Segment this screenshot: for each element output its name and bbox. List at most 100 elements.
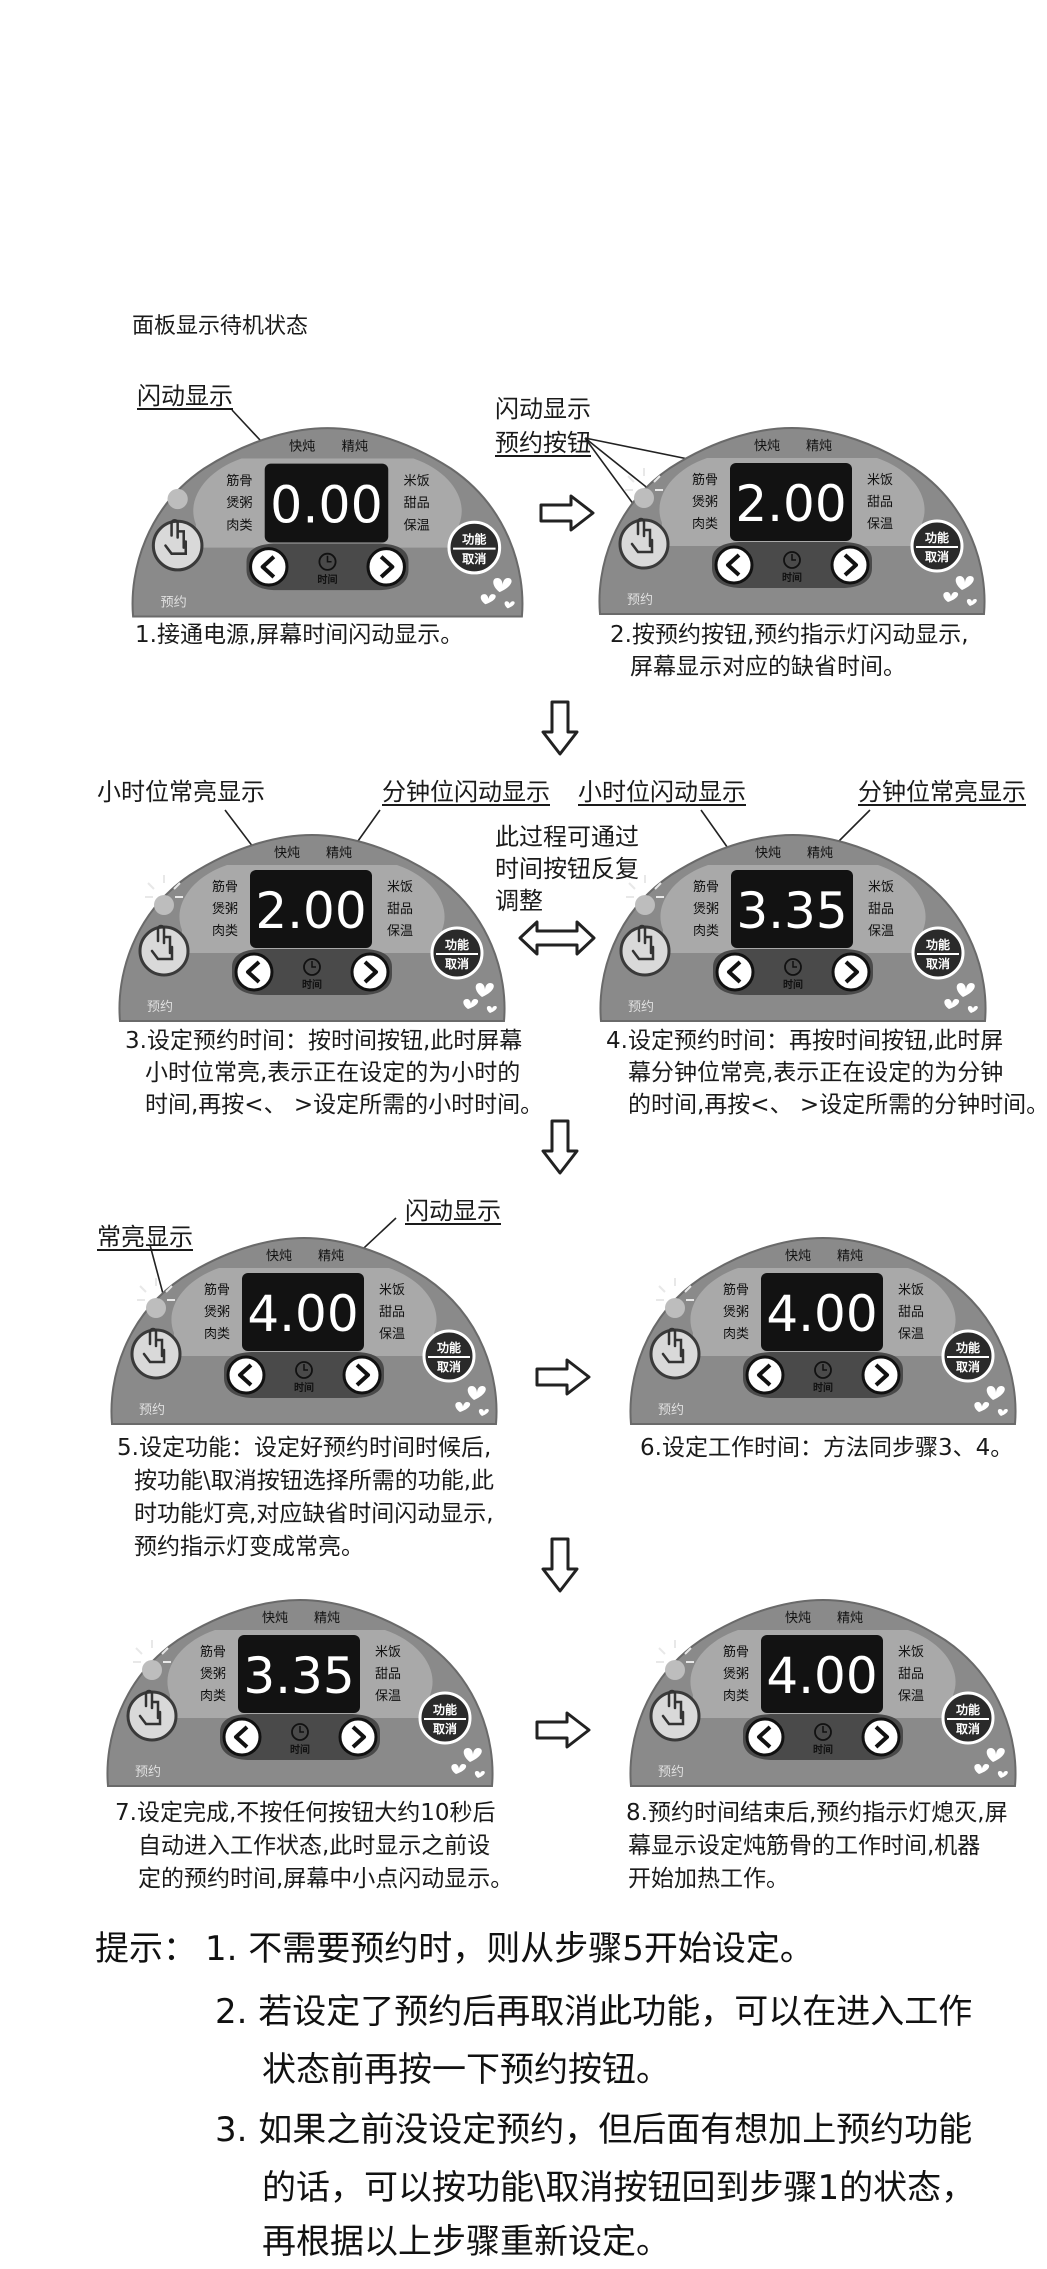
tip-2-line-2: 状态前再按一下预约按钮。 bbox=[262, 2050, 670, 2090]
label-time: 时间 bbox=[290, 1743, 310, 1756]
label-left-function: 煲粥 bbox=[204, 1304, 230, 1320]
label-left-function: 煲粥 bbox=[212, 901, 238, 917]
step-7-line-3: 定的预约时间,屏幕中小点闪动显示。 bbox=[138, 1866, 514, 1892]
label-time: 时间 bbox=[782, 571, 802, 584]
label-time: 时间 bbox=[813, 1743, 833, 1756]
label-quick-stew: 快炖 bbox=[289, 438, 315, 454]
label-right-function: 保温 bbox=[375, 1689, 401, 1704]
tip-3-line-2: 的话，可以按功能\取消按钮回到步骤1的状态， bbox=[262, 2168, 976, 2208]
label-reserve: 预约 bbox=[658, 1765, 684, 1780]
label-fine-stew: 精炖 bbox=[837, 1611, 863, 1626]
label-quick-stew: 快炖 bbox=[754, 439, 780, 454]
step-5-line-4: 预约指示灯变成常亮。 bbox=[134, 1534, 364, 1560]
callout-minute-flash: 分钟位闪动显示 bbox=[382, 778, 550, 806]
control-panel-7: 快炖精炖筋骨煲粥肉类米饭甜品保温3.35功能取消时间预约 bbox=[105, 1598, 495, 1788]
arrow-right-2 bbox=[535, 1358, 591, 1396]
callout-flash-1: 闪动显示 bbox=[137, 382, 233, 410]
label-left-function: 煲粥 bbox=[226, 494, 252, 511]
label-time: 时间 bbox=[317, 573, 337, 586]
label-left-function: 肉类 bbox=[723, 1327, 749, 1342]
label-left-function: 煲粥 bbox=[692, 494, 718, 510]
label-left-function: 筋骨 bbox=[693, 879, 719, 895]
arrow-both-ways bbox=[518, 920, 596, 956]
label-reserve: 预约 bbox=[147, 1000, 173, 1015]
label-right-function: 米饭 bbox=[379, 1283, 405, 1298]
label-quick-stew: 快炖 bbox=[785, 1611, 811, 1626]
control-panel-8: 快炖精炖筋骨煲粥肉类米饭甜品保温4.00功能取消时间预约 bbox=[628, 1598, 1018, 1788]
label-right-function: 保温 bbox=[898, 1689, 924, 1704]
step-4-line-1: 4.设定预约时间：再按时间按钮,此时屏 bbox=[606, 1028, 1004, 1054]
step-6-line-1: 6.设定工作时间：方法同步骤3、4。 bbox=[640, 1435, 1014, 1461]
label-left-function: 筋骨 bbox=[212, 879, 238, 895]
step-3-line-2: 小时位常亮,表示正在设定的为小时的 bbox=[145, 1060, 521, 1086]
label-right-function: 保温 bbox=[387, 924, 413, 939]
label-right-function: 甜品 bbox=[403, 495, 429, 511]
label-right-function: 保温 bbox=[403, 517, 429, 533]
label-right-function: 米饭 bbox=[898, 1283, 924, 1298]
label-time: 时间 bbox=[813, 1381, 833, 1394]
label-cancel: 取消 bbox=[956, 1721, 980, 1736]
label-cancel: 取消 bbox=[926, 956, 950, 971]
step-4-line-3: 的时间,再按<、 >设定所需的分钟时间。 bbox=[628, 1092, 1047, 1118]
process-note-line-1: 此过程可通过 bbox=[495, 823, 639, 851]
step-8-line-3: 开始加热工作。 bbox=[628, 1866, 789, 1892]
control-panel-1: 快炖精炖筋骨煲粥肉类米饭甜品保温0.00功能取消时间预约 bbox=[133, 428, 523, 616]
time-display: 3.35 bbox=[736, 882, 847, 940]
tip-2-line-1: 2. 若设定了预约后再取消此功能，可以在进入工作 bbox=[215, 1992, 973, 2032]
label-left-function: 肉类 bbox=[200, 1689, 226, 1704]
control-panel-3: 快炖精炖筋骨煲粥肉类米饭甜品保温2.00功能取消时间预约 bbox=[117, 833, 507, 1023]
label-fine-stew: 精炖 bbox=[807, 846, 833, 861]
label-right-function: 甜品 bbox=[898, 1304, 924, 1320]
label-left-function: 筋骨 bbox=[226, 472, 252, 489]
label-right-function: 保温 bbox=[898, 1327, 924, 1342]
label-quick-stew: 快炖 bbox=[755, 846, 781, 861]
step-8-line-1: 8.预约时间结束后,预约指示灯熄灭,屏 bbox=[626, 1800, 1008, 1826]
tip-3-line-3: 再根据以上步骤重新设定。 bbox=[262, 2222, 670, 2262]
time-display: 2.00 bbox=[255, 882, 366, 940]
label-time: 时间 bbox=[302, 978, 322, 991]
label-cancel: 取消 bbox=[925, 549, 949, 564]
label-right-function: 米饭 bbox=[375, 1645, 401, 1660]
label-cancel: 取消 bbox=[445, 956, 469, 971]
label-time: 时间 bbox=[294, 1381, 314, 1394]
label-right-function: 甜品 bbox=[387, 901, 413, 917]
label-cancel: 取消 bbox=[462, 551, 486, 566]
label-right-function: 米饭 bbox=[867, 473, 893, 488]
step-3-line-3: 时间,再按<、 >设定所需的小时时间。 bbox=[145, 1092, 544, 1118]
process-note-line-3: 调整 bbox=[495, 887, 543, 915]
label-left-function: 筋骨 bbox=[723, 1644, 749, 1660]
time-display: 0.00 bbox=[270, 475, 383, 534]
arrow-right-1 bbox=[539, 494, 595, 532]
label-fine-stew: 精炖 bbox=[342, 438, 368, 454]
label-function: 功能 bbox=[925, 530, 949, 545]
step-2-line-1: 2.按预约按钮,预约指示灯闪动显示, bbox=[610, 622, 969, 648]
callout-hour-flash: 小时位闪动显示 bbox=[578, 778, 746, 806]
label-right-function: 米饭 bbox=[868, 880, 894, 895]
label-left-function: 肉类 bbox=[692, 517, 718, 532]
time-display: 2.00 bbox=[735, 475, 846, 533]
label-left-function: 肉类 bbox=[226, 517, 252, 533]
step-1-line-1: 1.接通电源,屏幕时间闪动显示。 bbox=[135, 622, 464, 648]
tips-label: 提示： bbox=[95, 1929, 197, 1969]
callout-minute-steady: 分钟位常亮显示 bbox=[858, 778, 1026, 806]
label-cancel: 取消 bbox=[433, 1721, 457, 1736]
label-left-function: 煲粥 bbox=[200, 1666, 226, 1682]
label-right-function: 保温 bbox=[379, 1327, 405, 1342]
time-display: 4.00 bbox=[247, 1285, 358, 1343]
label-left-function: 肉类 bbox=[212, 924, 238, 939]
label-quick-stew: 快炖 bbox=[274, 846, 300, 861]
time-display: 4.00 bbox=[766, 1285, 877, 1343]
arrow-down-3 bbox=[541, 1537, 579, 1593]
label-left-function: 肉类 bbox=[204, 1327, 230, 1342]
label-function: 功能 bbox=[437, 1340, 461, 1355]
label-reserve: 预约 bbox=[139, 1403, 165, 1418]
label-reserve: 预约 bbox=[658, 1403, 684, 1418]
label-right-function: 甜品 bbox=[867, 494, 893, 510]
label-reserve: 预约 bbox=[628, 1000, 654, 1015]
label-left-function: 肉类 bbox=[693, 924, 719, 939]
label-left-function: 筋骨 bbox=[200, 1644, 226, 1660]
label-fine-stew: 精炖 bbox=[326, 846, 352, 861]
control-panel-2: 快炖精炖筋骨煲粥肉类米饭甜品保温2.00功能取消时间预约 bbox=[597, 426, 987, 616]
label-fine-stew: 精炖 bbox=[318, 1249, 344, 1264]
